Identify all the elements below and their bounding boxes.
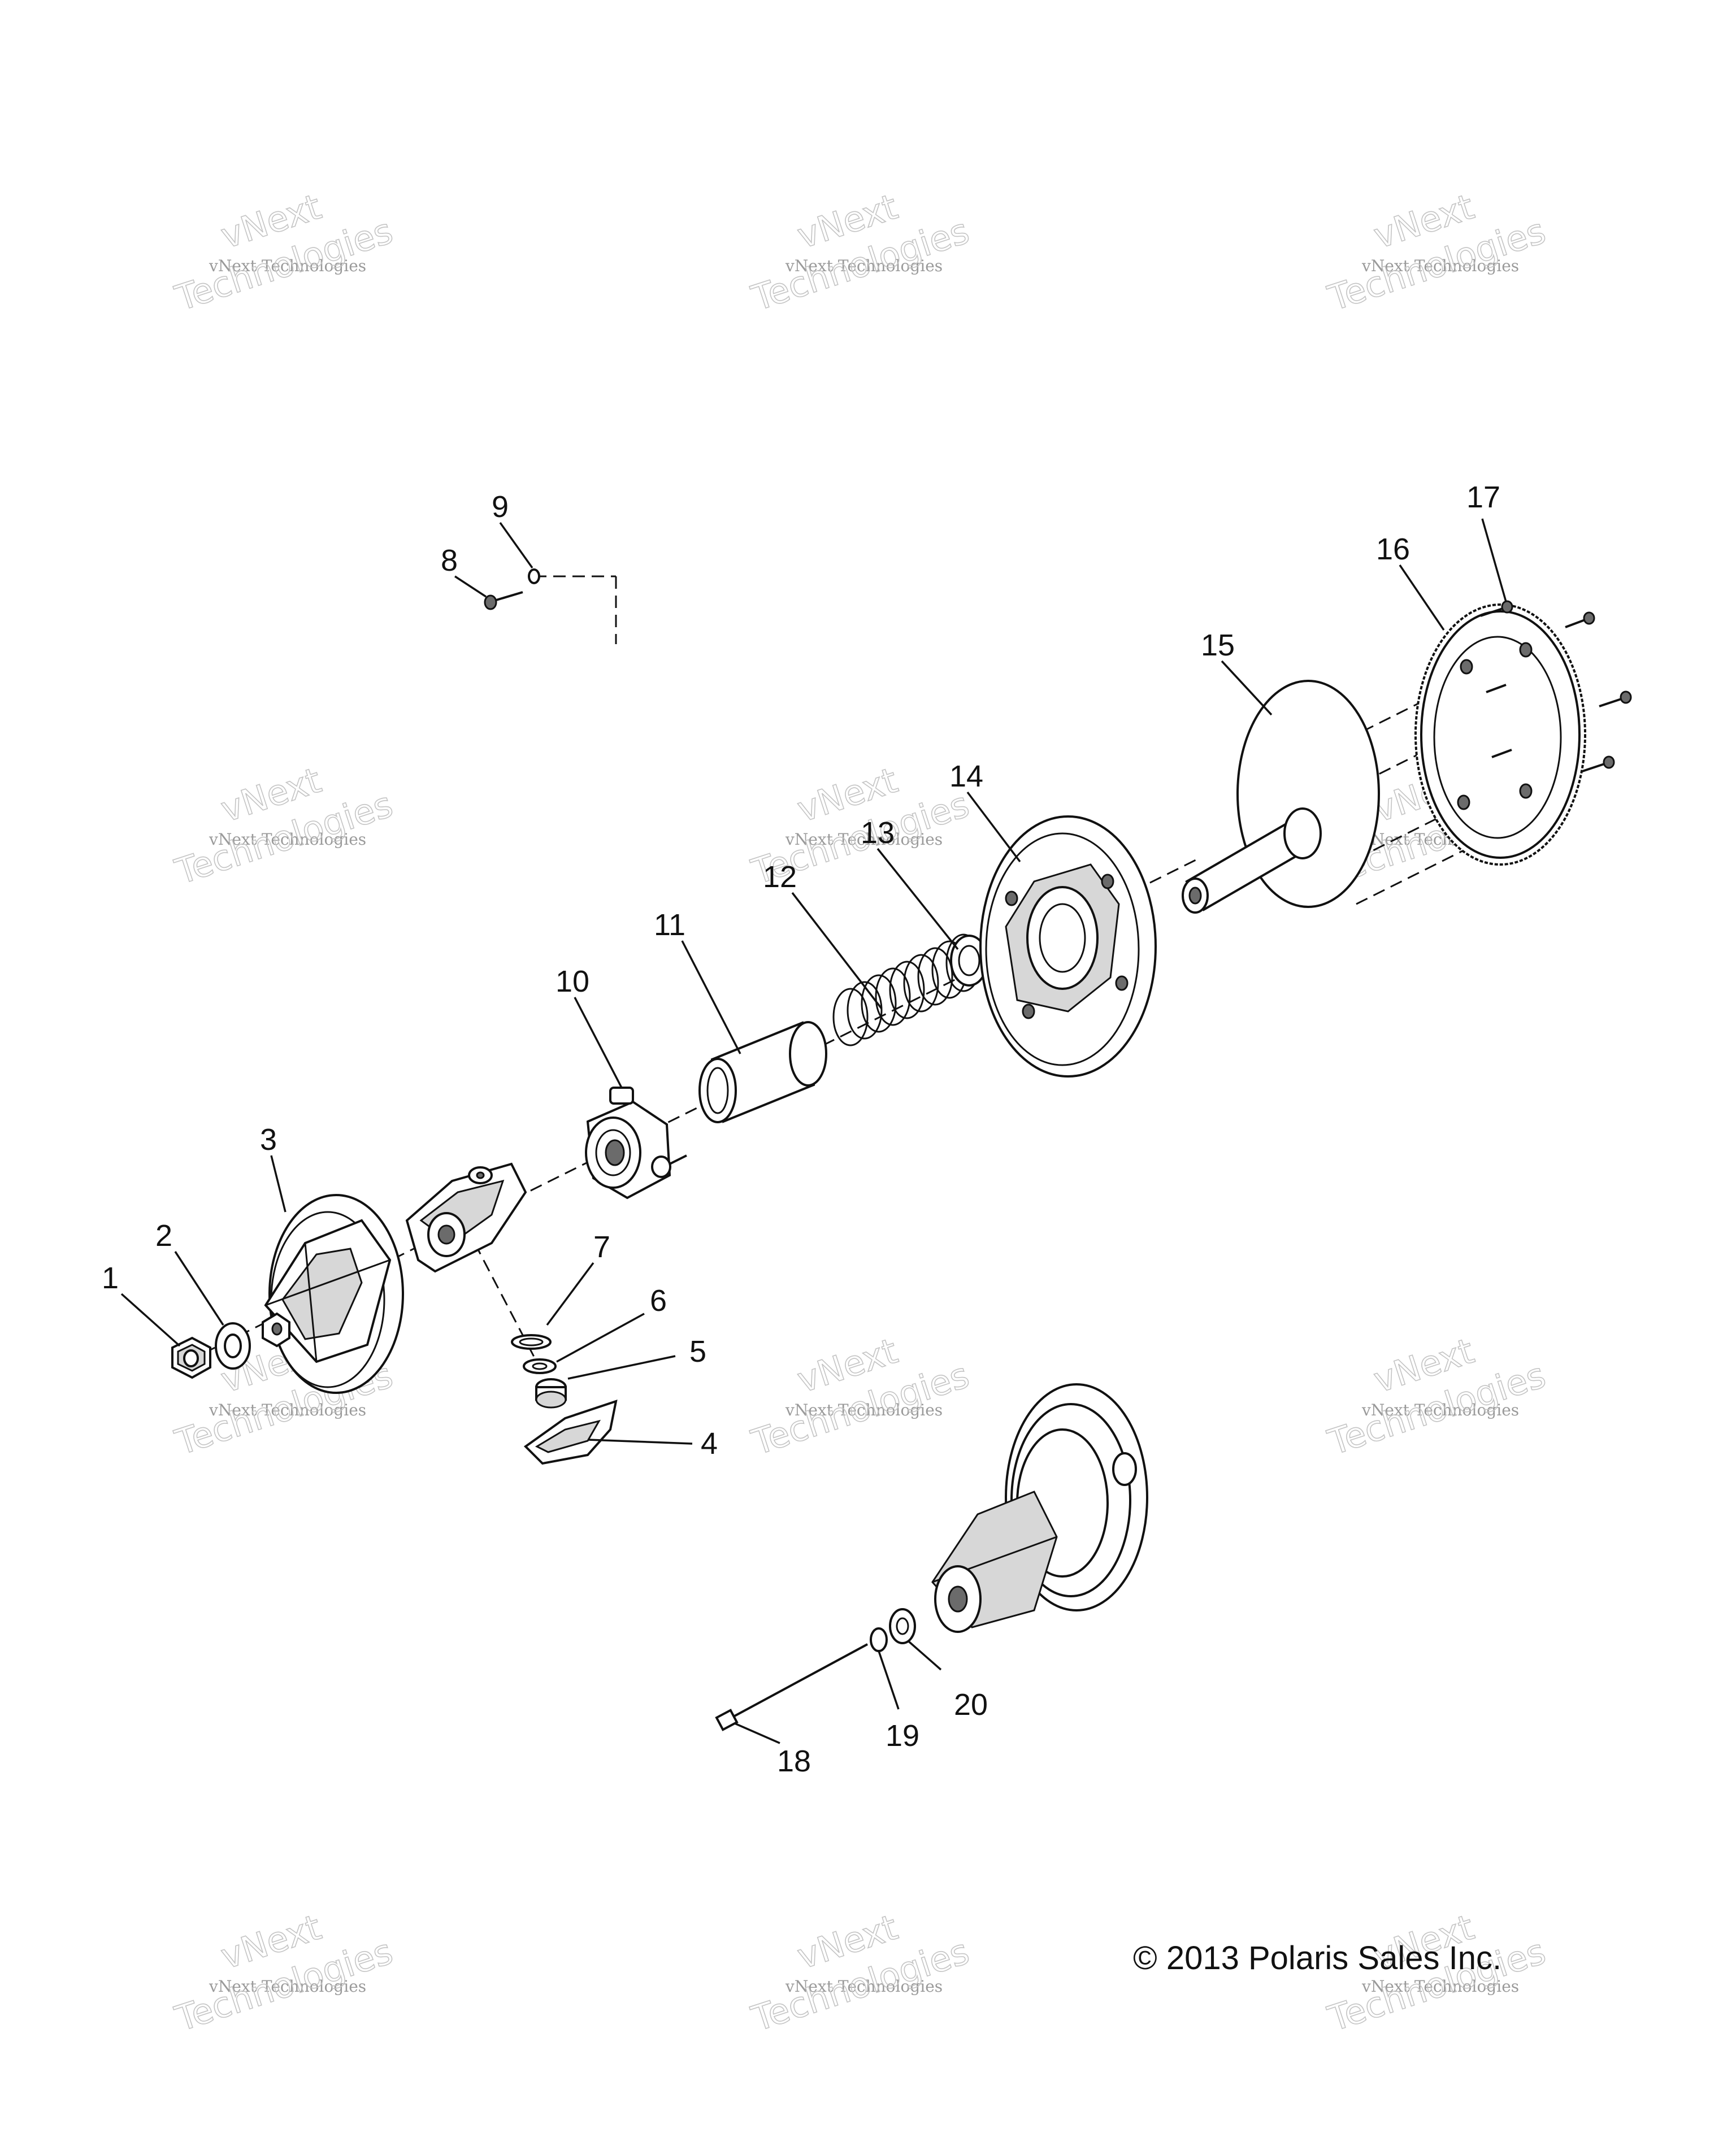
- watermark: vNext vNext Technologies Technologies: [746, 1330, 974, 1463]
- part-6-washer: [523, 1358, 557, 1374]
- part-5-bushing: [535, 1378, 567, 1409]
- watermark: vNext vNext Technologies Technologies: [746, 185, 974, 319]
- callout-9: 9: [492, 490, 509, 524]
- callout-3: 3: [260, 1123, 277, 1157]
- watermark: vNext vNext Technologies Technologies: [746, 1906, 974, 2040]
- callout-20: 20: [954, 1688, 988, 1722]
- watermark-text: vNext Technologies: [209, 257, 366, 275]
- watermark-text: vNext Technologies: [209, 1977, 366, 1996]
- callout-18: 18: [777, 1744, 811, 1778]
- watermark-text: vNext Technologies: [209, 1401, 366, 1419]
- watermark-text: vNext Technologies: [785, 830, 943, 849]
- watermark-text: vNext Technologies: [1361, 1401, 1519, 1419]
- watermark-text: vNext Technologies: [785, 257, 943, 275]
- callout-11: 11: [654, 908, 685, 942]
- watermark: vNext vNext Technologies Technologies: [170, 759, 398, 893]
- part-17-bolts: [1480, 600, 1632, 772]
- callout-1: 1: [102, 1261, 119, 1295]
- watermark-text: vNext Technologies: [1361, 1977, 1519, 1996]
- part-4-bracket: [523, 1400, 618, 1465]
- part-11-sleeve: [698, 1021, 827, 1123]
- part-7-ring: [511, 1334, 552, 1350]
- part-18-long-bolt: [715, 1643, 868, 1731]
- leader-lines: [120, 518, 1507, 1744]
- callout-13: 13: [861, 816, 895, 850]
- callout-4: 4: [701, 1427, 718, 1461]
- watermark: vNext vNext Technologies Technologies: [170, 185, 398, 319]
- spider-assembly: [405, 1162, 527, 1273]
- callout-labels: 1 2 3 4 5 6 7 8 9 10 11 12 13 14 15 16 1…: [102, 480, 1500, 1778]
- callout-8: 8: [441, 544, 458, 577]
- part-10-hub: [585, 1087, 687, 1200]
- part-19-lockwasher: [870, 1627, 888, 1652]
- watermark-text: vNext Technologies: [785, 1977, 943, 1996]
- callout-15: 15: [1201, 628, 1235, 662]
- callout-10: 10: [555, 965, 589, 998]
- part-9-washer: [528, 568, 540, 584]
- copyright-notice: © 2013 Polaris Sales Inc.: [1133, 1940, 1501, 1976]
- callout-6: 6: [650, 1284, 667, 1318]
- watermark: vNext vNext Technologies Technologies: [1322, 1330, 1551, 1463]
- watermark: vNext vNext Technologies Technologies: [170, 1906, 398, 2040]
- callout-14: 14: [949, 759, 983, 793]
- callout-19: 19: [886, 1719, 919, 1753]
- callout-17: 17: [1466, 480, 1500, 514]
- callout-2: 2: [155, 1219, 172, 1253]
- part-14-movable-sheave: [979, 815, 1157, 1078]
- part-2-washer: [215, 1322, 251, 1370]
- part-15-fixed-sheave: [1182, 680, 1380, 914]
- watermark-grid: vNext vNext Technologies Technologies vN…: [170, 185, 1551, 2040]
- watermark-text: vNext Technologies: [209, 830, 366, 849]
- callout-16: 16: [1376, 532, 1410, 566]
- part-16-ring-gear: [1414, 603, 1586, 866]
- part-8-screw: [484, 591, 523, 610]
- callout-12: 12: [763, 860, 797, 894]
- part-1-nut: [171, 1336, 211, 1379]
- assembled-clutch-view: [931, 1383, 1148, 1633]
- callout-5: 5: [689, 1335, 706, 1369]
- callout-7: 7: [593, 1230, 610, 1264]
- part-3-cover: [262, 1194, 404, 1394]
- watermark-text: vNext Technologies: [1361, 257, 1519, 275]
- watermark: vNext vNext Technologies Technologies: [1322, 185, 1551, 319]
- part-20-washer: [889, 1608, 916, 1644]
- watermark-text: vNext Technologies: [785, 1401, 943, 1419]
